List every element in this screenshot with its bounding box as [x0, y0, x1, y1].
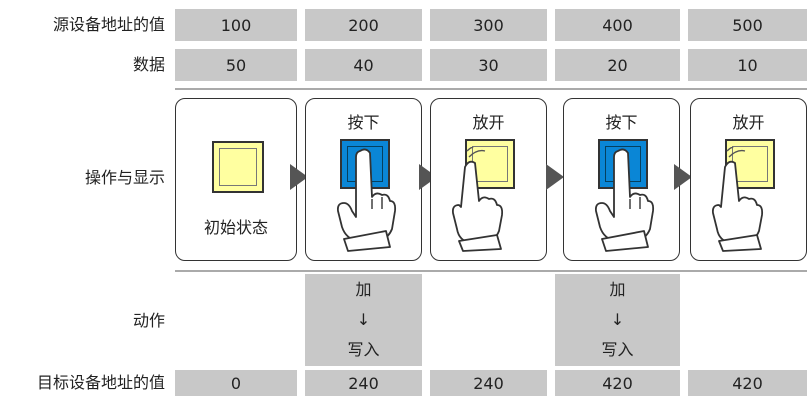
arrow-right-icon — [546, 164, 564, 190]
releasing-hand-icon — [451, 147, 504, 252]
target-cell-1: 0 — [175, 370, 297, 396]
source-cell-1: 100 — [175, 9, 297, 41]
panel-press-1: 按下 — [305, 98, 422, 261]
arrow-right-icon — [674, 164, 692, 190]
separator-middle — [175, 270, 807, 272]
data-cell-5: 10 — [688, 49, 807, 81]
source-cell-4: 400 — [555, 9, 680, 41]
data-cell-2: 40 — [305, 49, 422, 81]
source-cell-5: 500 — [688, 9, 807, 41]
arrow-right-icon — [290, 164, 308, 190]
target-cell-5: 420 — [688, 370, 807, 396]
action-add-text: 加 — [609, 280, 626, 299]
action-block-2: 加 ↓ 写入 — [555, 274, 680, 366]
action-down-arrow: ↓ — [356, 310, 371, 329]
target-value-label: 目标设备地址的值 — [36, 373, 165, 392]
operation-label: 操作与显示 — [84, 168, 165, 187]
data-label: 数据 — [132, 55, 165, 74]
panel-label-press-2: 按下 — [605, 113, 638, 132]
action-down-arrow: ↓ — [610, 310, 625, 329]
panel-label-initial: 初始状态 — [203, 218, 268, 237]
target-cell-3: 240 — [430, 370, 547, 396]
panel-initial: 初始状态 — [175, 98, 297, 261]
target-cell-2: 240 — [305, 370, 422, 396]
pressing-hand-icon — [594, 148, 655, 252]
panel-press-2: 按下 — [563, 98, 680, 261]
source-value-label: 源设备地址的值 — [52, 15, 165, 34]
data-cell-4: 20 — [555, 49, 680, 81]
source-cell-2: 200 — [305, 9, 422, 41]
releasing-hand-icon — [711, 147, 764, 252]
action-label: 动作 — [132, 311, 165, 330]
panel-label-release-2: 放开 — [732, 113, 765, 132]
target-cell-4: 420 — [555, 370, 680, 396]
panel-label-release-1: 放开 — [472, 113, 505, 132]
action-block-1: 加 ↓ 写入 — [305, 274, 422, 366]
pressing-hand-icon — [336, 148, 397, 252]
switch-button-off — [212, 141, 264, 193]
action-add-text: 加 — [355, 280, 372, 299]
panel-release-1: 放开 — [430, 98, 547, 261]
source-cell-3: 300 — [430, 9, 547, 41]
separator-top — [175, 88, 807, 90]
action-write-text: 写入 — [601, 340, 634, 359]
panel-label-press-1: 按下 — [347, 113, 380, 132]
panel-release-2: 放开 — [690, 98, 807, 261]
data-cell-3: 30 — [430, 49, 547, 81]
action-write-text: 写入 — [347, 340, 380, 359]
data-cell-1: 50 — [175, 49, 297, 81]
